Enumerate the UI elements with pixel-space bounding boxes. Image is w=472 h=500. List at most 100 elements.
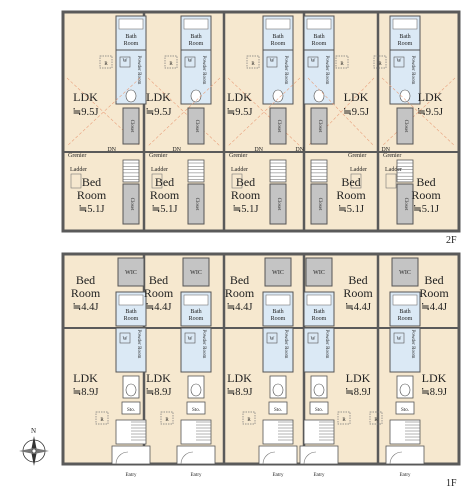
fridge-space xyxy=(335,55,349,69)
storage-label: Sto. xyxy=(274,408,282,413)
powder-label: Powder Room xyxy=(410,56,415,85)
closet-lower xyxy=(187,183,205,225)
ladder-label: Ladder xyxy=(385,167,402,173)
closet-lower-label: Closet xyxy=(276,198,281,211)
bed-label-2: Room xyxy=(77,188,107,202)
entry xyxy=(385,445,425,465)
ldk-size: ≒9.5J xyxy=(417,107,443,118)
bed-label-2: Room xyxy=(343,286,373,300)
closet xyxy=(310,107,328,145)
bath-label: Bath xyxy=(190,309,201,315)
grenier-label: Grenier xyxy=(229,153,247,159)
storage xyxy=(121,401,141,415)
bath-label-2: Room xyxy=(124,316,139,322)
bathtub-icon xyxy=(306,294,332,306)
bed-size: ≒5.1J xyxy=(151,204,177,215)
stair xyxy=(396,159,414,183)
powder-room xyxy=(389,327,421,373)
bath-label: Bath xyxy=(313,309,324,315)
bathtub-icon xyxy=(265,294,291,306)
washer-label: W xyxy=(311,59,316,64)
toilet-icon xyxy=(272,383,284,397)
wic xyxy=(182,257,210,287)
bed-label: Bed xyxy=(341,175,360,189)
dn-label: DN xyxy=(381,147,390,153)
ldk-size: ≒8.9J xyxy=(345,387,371,398)
grenier-label: Grenier xyxy=(68,153,86,159)
closet-label: Closet xyxy=(129,120,134,133)
ldk-label: LDK xyxy=(73,371,98,385)
storage xyxy=(186,401,206,415)
bed-size: ≒4.4J xyxy=(226,302,252,313)
entry xyxy=(176,445,216,465)
bathtub-icon xyxy=(392,18,418,30)
bath-label: Bath xyxy=(190,34,201,40)
bathtub-icon xyxy=(306,18,332,30)
powder-label: Powder Room xyxy=(324,56,329,85)
washer-icon xyxy=(119,332,131,344)
bed-size: ≒4.4J xyxy=(421,302,447,313)
bed-size: ≒5.1J xyxy=(232,204,258,215)
wic-label: WIC xyxy=(272,270,284,276)
washer-icon xyxy=(266,56,278,68)
bed-label: Bed xyxy=(230,273,249,287)
entry xyxy=(299,445,339,465)
entry-label: Entry xyxy=(272,473,284,478)
fridge-label: R xyxy=(340,62,344,67)
powder-room xyxy=(180,327,212,373)
bed-label: Bed xyxy=(348,273,367,287)
bed-label-2: Room xyxy=(150,188,180,202)
dn-label: DN xyxy=(254,147,263,153)
ladder-label: Ladder xyxy=(151,167,168,173)
closet-label: Closet xyxy=(403,120,408,133)
entry-label: Entry xyxy=(313,473,325,478)
washer-icon xyxy=(184,332,196,344)
toilet-icon xyxy=(125,383,137,397)
wic-label: WIC xyxy=(399,270,411,276)
toilet-icon xyxy=(272,89,284,103)
bath-label: Bath xyxy=(399,309,410,315)
bed-size: ≒4.4J xyxy=(345,302,371,313)
ladder-icon xyxy=(70,173,82,189)
dn-label: DN xyxy=(295,147,304,153)
bathtub-icon xyxy=(265,18,291,30)
closet-lower-label: Closet xyxy=(403,198,408,211)
storage-label: Sto. xyxy=(127,408,135,413)
ldk-label: LDK xyxy=(227,371,252,385)
closet xyxy=(187,107,205,145)
wic-label: WIC xyxy=(313,270,325,276)
fridge-space xyxy=(369,411,383,425)
ladder-icon xyxy=(151,173,163,189)
ldk-size: ≒9.5J xyxy=(226,107,252,118)
washer-label: W xyxy=(270,337,275,342)
fridge-space xyxy=(242,411,256,425)
closet-label: Closet xyxy=(194,120,199,133)
ldk-label: LDK xyxy=(146,90,171,104)
bath-label: Bath xyxy=(272,309,283,315)
bath-label-2: Room xyxy=(189,316,204,322)
storage xyxy=(395,401,415,415)
ldk-size: ≒9.5J xyxy=(343,107,369,118)
powder-room xyxy=(115,327,147,373)
wic xyxy=(305,257,333,287)
toilet-icon xyxy=(125,89,137,103)
ldk-size: ≒9.5J xyxy=(72,107,98,118)
bed-label: Bed xyxy=(149,273,168,287)
fridge-label: R xyxy=(165,418,169,423)
bath-label: Bath xyxy=(125,34,136,40)
fridge-space xyxy=(246,55,260,69)
bathtub-icon xyxy=(392,294,418,306)
powder-label: Powder Room xyxy=(283,330,288,359)
closet-lower-label: Closet xyxy=(317,198,322,211)
bath-label-2: Room xyxy=(189,41,204,47)
bed-label-2: Room xyxy=(336,188,366,202)
fridge-space xyxy=(160,411,174,425)
bath-label-2: Room xyxy=(124,41,139,47)
